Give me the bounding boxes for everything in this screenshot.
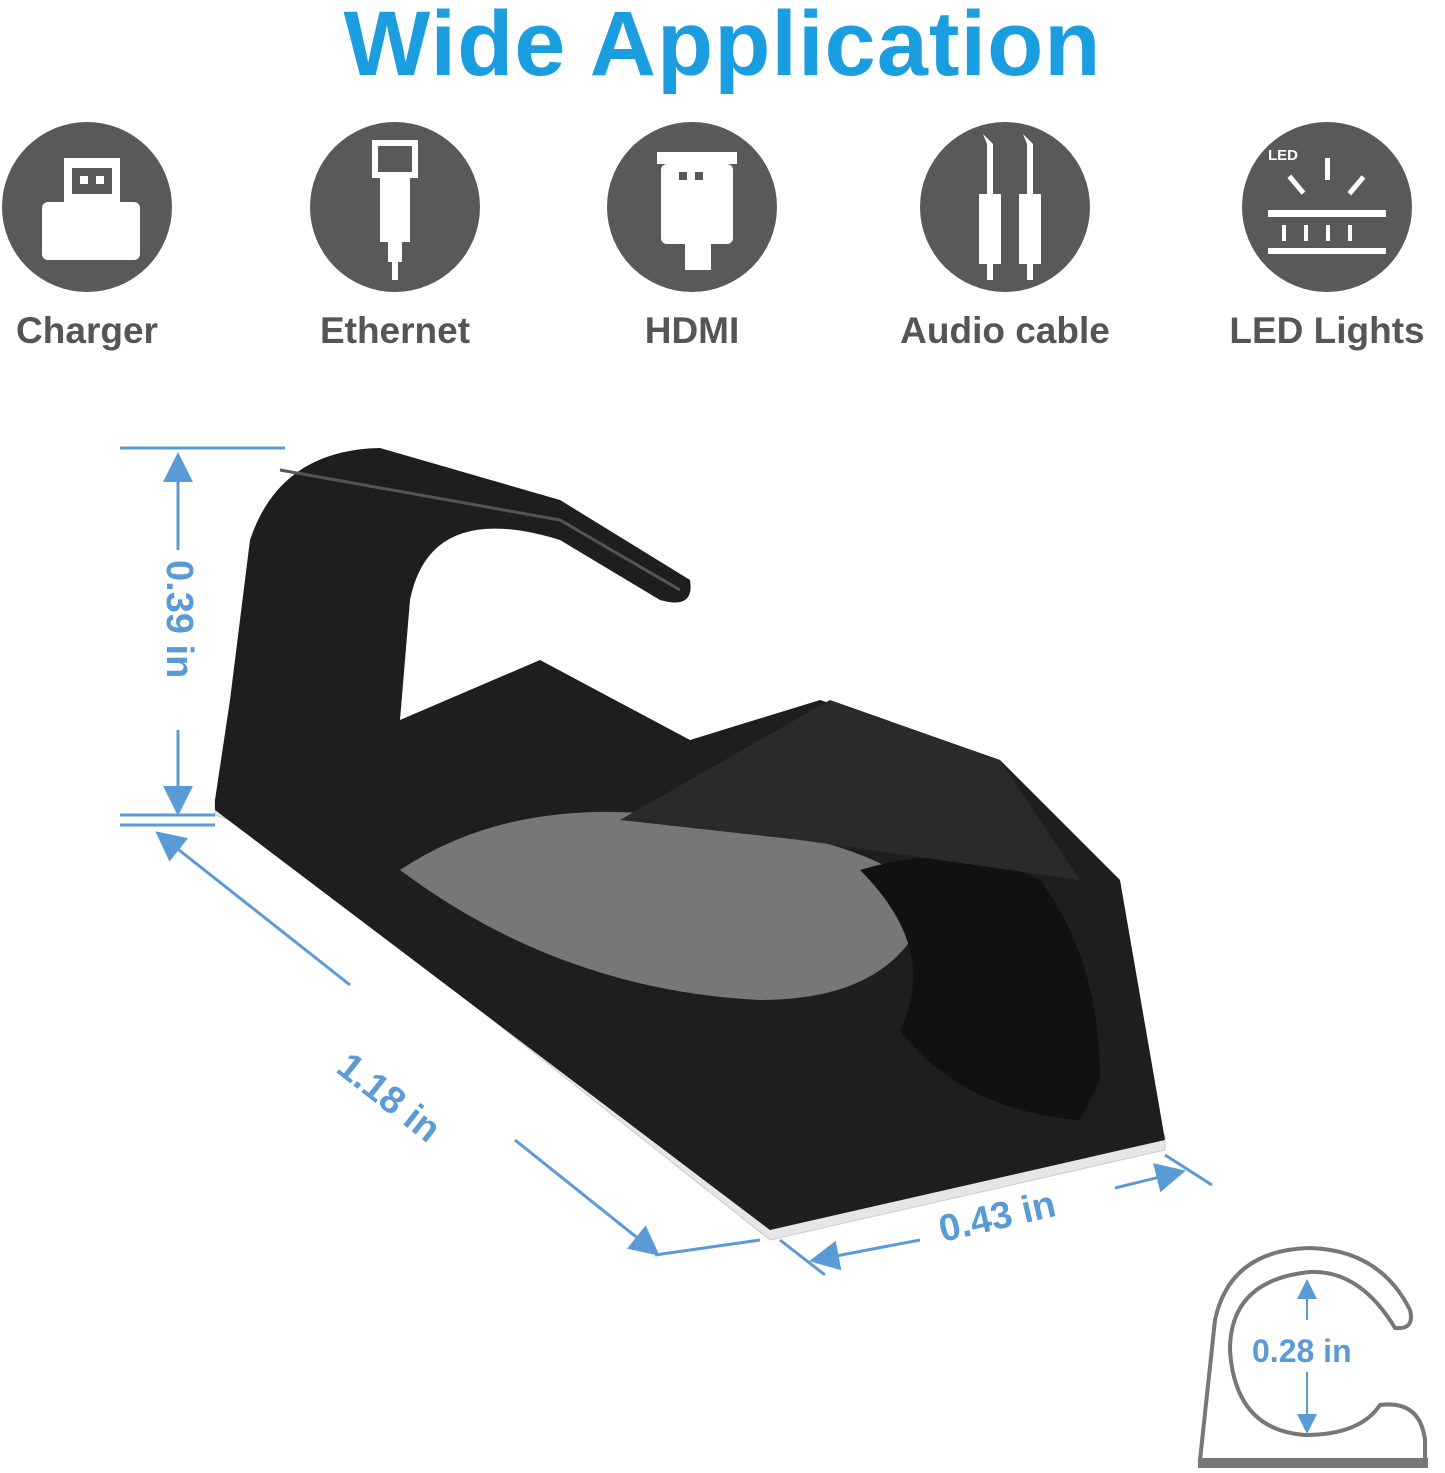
- led-strip-icon: LED: [1242, 122, 1412, 292]
- led-badge: LED: [1268, 147, 1298, 164]
- application-charger: Charger: [0, 122, 237, 352]
- audio-jack-icon: [920, 122, 1090, 292]
- usb-plug-icon: [2, 122, 172, 292]
- inner-diameter-label: 0.28 in: [1252, 1333, 1352, 1369]
- hdmi-plug-icon: [607, 122, 777, 292]
- application-hdmi: HDMI: [542, 122, 842, 352]
- page-title: Wide Application: [343, 0, 1102, 95]
- cable-clip-product: [214, 448, 1166, 1241]
- application-led: LED LED Lights: [1177, 122, 1445, 352]
- application-ethernet: Ethernet: [245, 122, 545, 352]
- dimension-lines: [120, 446, 1213, 1277]
- application-audio: Audio cable: [855, 122, 1155, 352]
- height-dimension-label: 0.39 in: [158, 560, 200, 679]
- application-label: HDMI: [644, 310, 740, 351]
- application-label: Audio cable: [900, 310, 1110, 351]
- application-label: Ethernet: [319, 310, 471, 351]
- ethernet-plug-icon: [310, 122, 480, 292]
- application-label: LED Lights: [1229, 310, 1425, 351]
- application-label: Charger: [16, 310, 158, 351]
- profile-diagram: [1197, 1245, 1428, 1468]
